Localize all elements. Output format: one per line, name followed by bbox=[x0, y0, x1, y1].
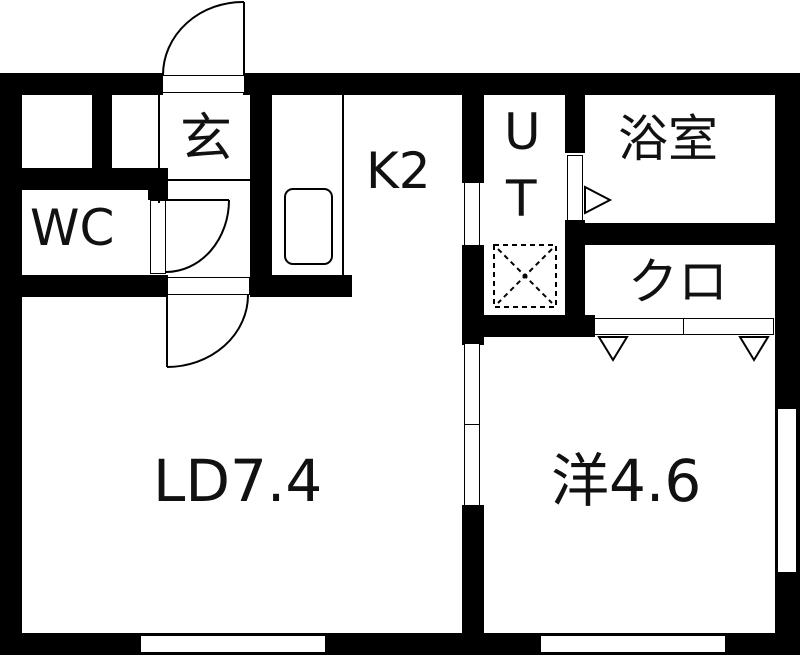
window-ld-bottom bbox=[140, 635, 326, 653]
wall-ut-closet-divider bbox=[565, 220, 585, 337]
window-western-bottom bbox=[540, 635, 726, 653]
wall-kitchen-bottom bbox=[250, 275, 352, 297]
genkan-step-line-left bbox=[158, 93, 160, 203]
bath-door-arrow-icon bbox=[584, 185, 613, 215]
room-label-wc: WC bbox=[30, 199, 115, 257]
outer-wall-left bbox=[0, 73, 22, 655]
room-label-western-room: 洋4.6 bbox=[551, 447, 702, 515]
kitchen-sink-icon bbox=[284, 188, 333, 265]
window-western-right bbox=[777, 408, 797, 573]
wall-genkan-right bbox=[250, 73, 272, 296]
wall-center-vertical-low bbox=[462, 505, 484, 655]
room-label-kitchen: K2 bbox=[366, 142, 431, 200]
entry-door-swing-icon bbox=[162, 0, 245, 76]
entry-door-opening bbox=[162, 75, 245, 93]
genkan-step-line bbox=[160, 179, 252, 181]
closet-arrow-left-icon bbox=[597, 336, 629, 362]
room-label-living-dining: LD7.4 bbox=[153, 447, 323, 515]
drain-center-icon bbox=[522, 273, 528, 279]
closet-arrow-right-icon bbox=[738, 336, 770, 362]
outer-wall-top-right bbox=[243, 73, 800, 95]
wall-center-vertical-top bbox=[462, 73, 484, 183]
ld-door-swing-icon bbox=[166, 294, 249, 368]
room-label-bath: 浴室 bbox=[618, 110, 718, 168]
wall-wc-top bbox=[0, 168, 168, 190]
room-label-closet: クロ bbox=[628, 253, 728, 311]
wall-ut-bath-divider bbox=[565, 73, 585, 153]
kitchen-counter-line bbox=[342, 93, 344, 277]
wc-door-swing-icon bbox=[165, 199, 230, 273]
ld-entry-opening bbox=[167, 277, 250, 295]
western-sliding-door-lower[interactable] bbox=[464, 424, 480, 506]
wall-closet-bottom bbox=[565, 315, 595, 337]
ut-sliding-door[interactable] bbox=[464, 182, 480, 246]
wall-bath-bottom bbox=[565, 223, 800, 245]
wall-ut-bottom bbox=[462, 315, 592, 337]
outer-wall-top-left bbox=[0, 73, 163, 95]
bath-door[interactable] bbox=[567, 155, 583, 221]
room-label-utility-t: T bbox=[506, 170, 537, 228]
room-label-utility-u: U bbox=[504, 103, 541, 161]
wall-storage-divider bbox=[92, 73, 112, 173]
closet-door-right[interactable] bbox=[683, 318, 774, 335]
room-label-genkan: 玄 bbox=[180, 109, 233, 169]
wall-wc-bottom bbox=[0, 275, 168, 297]
